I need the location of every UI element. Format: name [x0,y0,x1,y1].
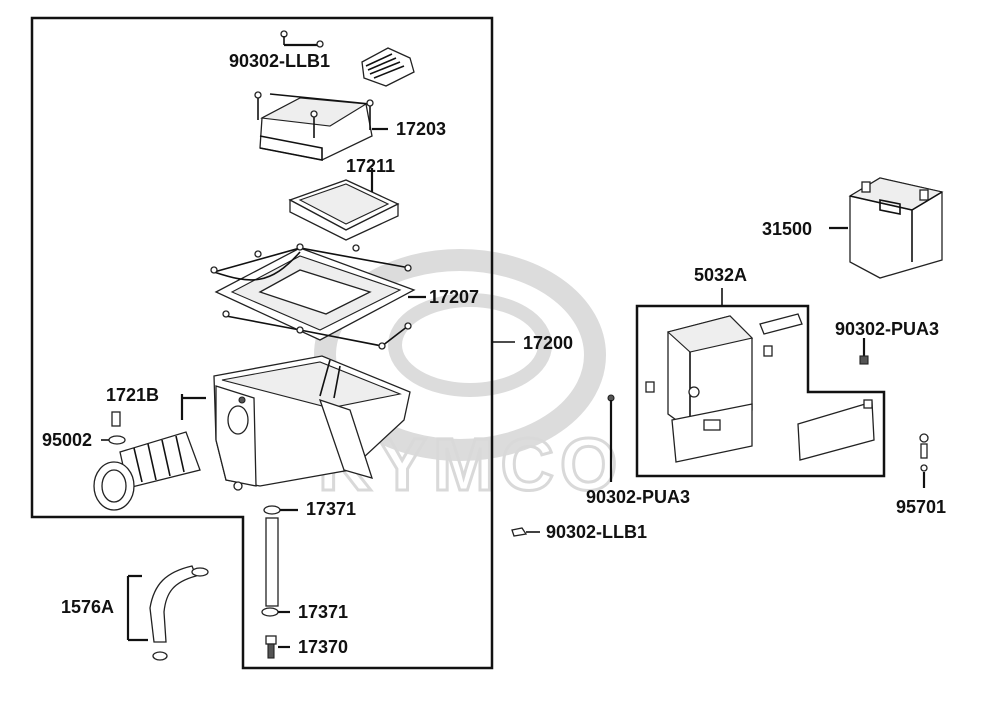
label-5032a: 5032A [694,265,747,285]
air-filter-element-17211 [288,168,400,241]
assembly-frame-17200 [30,16,494,670]
label-90302-llb1-top: 90302-LLB1 [229,51,330,71]
label-17203: 17203 [396,119,446,139]
label-95701: 95701 [896,497,946,517]
drain-hose-assembly [261,505,298,659]
bolt-95701 [919,433,929,488]
screw-90302-llb1-top [280,30,324,48]
battery-box-frame-5032a [635,304,886,478]
label-31500: 31500 [762,219,812,239]
label-90302-llb1-bottom: 90302-LLB1 [546,522,647,542]
screw-90302-pua3-right [859,338,869,365]
battery-31500 [829,177,944,279]
label-90302-pua3-bottom: 90302-PUA3 [586,487,690,507]
label-17371-lower: 17371 [298,602,348,622]
battery-box-5032a [645,313,875,463]
label-17370: 17370 [298,637,348,657]
label-1721b: 1721B [106,385,159,405]
intake-duct-part [361,47,415,87]
label-95002: 95002 [42,430,92,450]
hose-1576a [126,565,209,661]
label-17371-upper: 17371 [306,499,356,519]
label-1576a: 1576A [61,597,114,617]
clamp-95002 [101,411,126,445]
intake-boot-1721b [93,394,206,511]
air-cleaner-case [213,355,411,491]
label-17211: 17211 [346,156,395,176]
screw-90302-pua3-bottom [607,394,615,482]
label-90302-pua3-right: 90302-PUA3 [835,319,939,339]
label-17200: 17200 [523,333,573,353]
screw-90302-llb1-bottom [511,527,540,537]
label-17207: 17207 [429,287,479,307]
case-gasket-17207 [210,243,426,350]
air-cleaner-cover-17203 [254,91,388,161]
